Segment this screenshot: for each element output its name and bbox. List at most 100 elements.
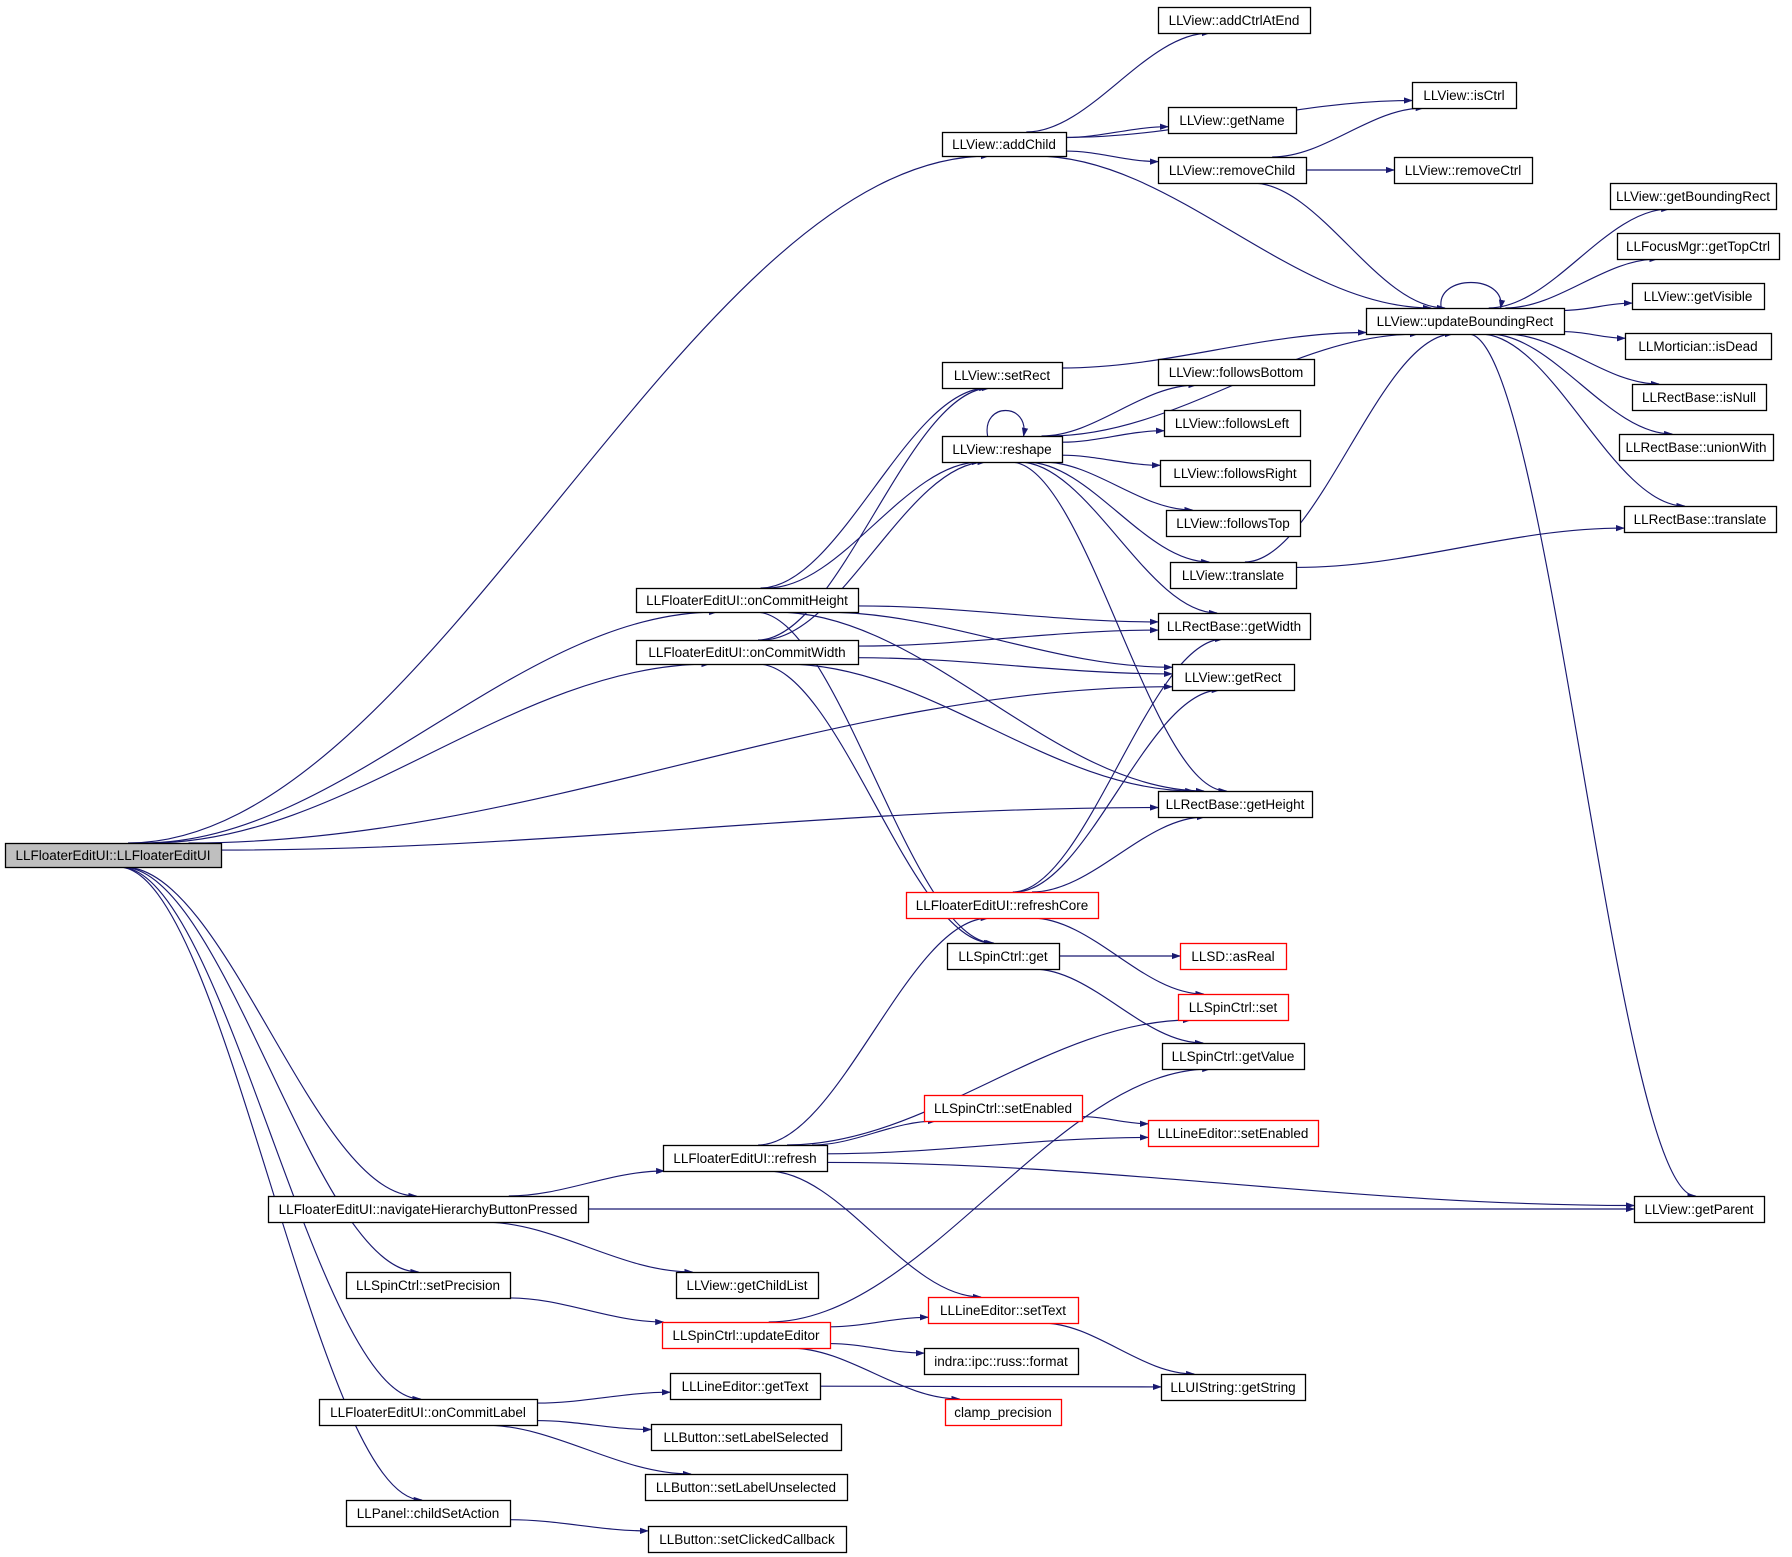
call-edge-reshape-to-viewTranslate (1025, 461, 1211, 566)
node-unionWith[interactable]: LLRectBase::unionWith (1618, 433, 1775, 462)
call-edge-addChild-to-removeChild (1065, 150, 1159, 165)
node-getChildList[interactable]: LLView::getChildList (675, 1271, 820, 1300)
node-label: LLView::addCtrlAtEnd (1169, 13, 1300, 28)
node-followsLeft[interactable]: LLView::followsLeft (1163, 409, 1302, 438)
node-getTopCtrl[interactable]: LLFocusMgr::getTopCtrl (1616, 232, 1781, 261)
node-label: LLRectBase::getHeight (1166, 797, 1305, 812)
node-refreshCore[interactable]: LLFloaterEditUI::refreshCore (905, 891, 1100, 920)
node-clampPrecision[interactable]: clamp_precision (944, 1398, 1063, 1427)
node-box (1157, 612, 1312, 641)
node-format[interactable]: indra::ipc::russ::format (923, 1347, 1080, 1376)
call-edge-addChild-to-getName (1065, 123, 1169, 139)
node-onCommitHeight[interactable]: LLFloaterEditUI::onCommitHeight (635, 587, 860, 614)
node-setPrecision[interactable]: LLSpinCtrl::setPrecision (345, 1271, 512, 1300)
node-navigate[interactable]: LLFloaterEditUI::navigateHierarchyButton… (267, 1195, 590, 1224)
node-followsRight[interactable]: LLView::followsRight (1159, 459, 1312, 488)
node-spinSet[interactable]: LLSpinCtrl::set (1177, 993, 1290, 1022)
node-label: LLSpinCtrl::getValue (1172, 1049, 1295, 1064)
node-label: LLSD::asReal (1191, 949, 1274, 964)
node-setRect[interactable]: LLView::setRect (941, 361, 1064, 390)
node-asReal[interactable]: LLSD::asReal (1179, 942, 1288, 971)
call-edge-refresh-to-spinSet (786, 1016, 1192, 1146)
node-box (635, 587, 860, 614)
node-label: LLView::getBoundingRect (1616, 189, 1770, 204)
node-getHeight[interactable]: LLRectBase::getHeight (1157, 790, 1314, 819)
node-getBoundingRect[interactable]: LLView::getBoundingRect (1609, 182, 1778, 211)
node-label: LLLineEditor::setEnabled (1158, 1126, 1309, 1141)
node-box (1624, 332, 1773, 361)
node-spinSetEnabled[interactable]: LLSpinCtrl::setEnabled (923, 1094, 1084, 1123)
node-onCommitWidth[interactable]: LLFloaterEditUI::onCommitWidth (635, 639, 860, 666)
node-childSetAction[interactable]: LLPanel::childSetAction (345, 1499, 512, 1528)
node-label: LLView::translate (1182, 568, 1284, 583)
call-edge-spinGet-to-getValue (1032, 968, 1204, 1047)
call-edge-spinSetEnabled-to-lineSetEnabled (1081, 1116, 1149, 1127)
node-box (1159, 459, 1312, 488)
node-updateEditor[interactable]: LLSpinCtrl::updateEditor (661, 1321, 832, 1350)
node-isNull[interactable]: LLRectBase::isNull (1631, 383, 1768, 412)
call-edge-onCommitHeight-to-setRect (760, 384, 989, 589)
node-label: LLFloaterEditUI::refresh (673, 1151, 816, 1166)
node-box (946, 942, 1061, 971)
node-label: LLView::setRect (954, 368, 1051, 383)
node-removeCtrl[interactable]: LLView::removeCtrl (1393, 156, 1534, 185)
node-box (1157, 6, 1312, 35)
node-updateBoundingRect[interactable]: LLView::updateBoundingRect (1365, 307, 1566, 336)
node-setText[interactable]: LLLineEditor::setText (927, 1296, 1080, 1325)
node-label: LLSpinCtrl::setEnabled (934, 1101, 1072, 1116)
node-getName[interactable]: LLView::getName (1167, 106, 1298, 135)
call-edge-setRect-to-updateBoundingRect (1061, 329, 1367, 369)
node-viewTranslate[interactable]: LLView::translate (1169, 561, 1298, 590)
node-label: LLFloaterEditUI::onCommitHeight (646, 593, 848, 608)
node-refresh[interactable]: LLFloaterEditUI::refresh (662, 1144, 829, 1173)
node-spinGet[interactable]: LLSpinCtrl::get (946, 942, 1061, 971)
node-label: LLFloaterEditUI::onCommitWidth (648, 645, 845, 660)
node-box (345, 1499, 512, 1528)
call-edge-root-to-onCommitHeight (142, 608, 719, 844)
node-setLabelUnselected[interactable]: LLButton::setLabelUnselected (644, 1473, 849, 1502)
node-box (1623, 505, 1778, 534)
call-edge-onCommitWidth-to-getHeight (785, 663, 1195, 795)
node-label: LLSpinCtrl::updateEditor (672, 1328, 820, 1343)
node-label: LLSpinCtrl::setPrecision (356, 1278, 500, 1293)
node-onCommitLabel[interactable]: LLFloaterEditUI::onCommitLabel (318, 1398, 539, 1427)
node-label: LLFloaterEditUI::onCommitLabel (330, 1405, 526, 1420)
node-box (1160, 1373, 1307, 1402)
node-box (647, 1525, 848, 1554)
call-edge-removeChild-to-updateBoundingRect (1252, 182, 1446, 312)
call-edge-onCommitHeight-to-reshape (767, 458, 981, 589)
node-box (1633, 1195, 1766, 1224)
node-label: LLView::followsBottom (1169, 365, 1304, 380)
node-getVisible[interactable]: LLView::getVisible (1631, 282, 1766, 311)
node-box (927, 1296, 1080, 1325)
node-getText[interactable]: LLLineEditor::getText (669, 1372, 822, 1401)
node-isCtrl[interactable]: LLView::isCtrl (1411, 81, 1518, 110)
node-setClickedCallback[interactable]: LLButton::setClickedCallback (647, 1525, 848, 1554)
node-isDead[interactable]: LLMortician::isDead (1624, 332, 1773, 361)
node-addChild[interactable]: LLView::addChild (941, 131, 1068, 158)
node-reshape[interactable]: LLView::reshape (941, 435, 1064, 464)
node-removeChild[interactable]: LLView::removeChild (1157, 156, 1308, 185)
node-getString[interactable]: LLUIString::getString (1160, 1373, 1307, 1402)
node-root[interactable]: LLFloaterEditUI::LLFloaterEditUI (4, 842, 223, 869)
node-rbTranslate[interactable]: LLRectBase::translate (1623, 505, 1778, 534)
node-box (941, 435, 1064, 464)
node-box (1631, 383, 1768, 412)
node-getRect[interactable]: LLView::getRect (1171, 663, 1296, 692)
call-edge-updateEditor-to-getValue (768, 1065, 1212, 1323)
node-label: LLView::getName (1179, 113, 1284, 128)
node-addCtrlAtEnd[interactable]: LLView::addCtrlAtEnd (1157, 6, 1312, 35)
call-edge-updateBoundingRect-to-getTopCtrl (1505, 255, 1659, 309)
node-followsBottom[interactable]: LLView::followsBottom (1157, 358, 1316, 387)
call-edge-setPrecision-to-updateEditor (509, 1297, 665, 1326)
call-edge-updateBoundingRect-to-isDead (1563, 331, 1626, 342)
call-edge-removeChild-to-isCtrl (1272, 104, 1425, 158)
node-getValue[interactable]: LLSpinCtrl::getValue (1161, 1042, 1306, 1071)
node-getWidth[interactable]: LLRectBase::getWidth (1157, 612, 1312, 641)
call-edge-updateEditor-to-format (829, 1343, 925, 1357)
call-edge-refreshCore-to-getWidth (1012, 635, 1225, 893)
node-setLabelSelected[interactable]: LLButton::setLabelSelected (650, 1423, 843, 1452)
node-getParent[interactable]: LLView::getParent (1633, 1195, 1766, 1224)
node-followsTop[interactable]: LLView::followsTop (1165, 509, 1302, 538)
node-lineSetEnabled[interactable]: LLLineEditor::setEnabled (1147, 1119, 1320, 1148)
